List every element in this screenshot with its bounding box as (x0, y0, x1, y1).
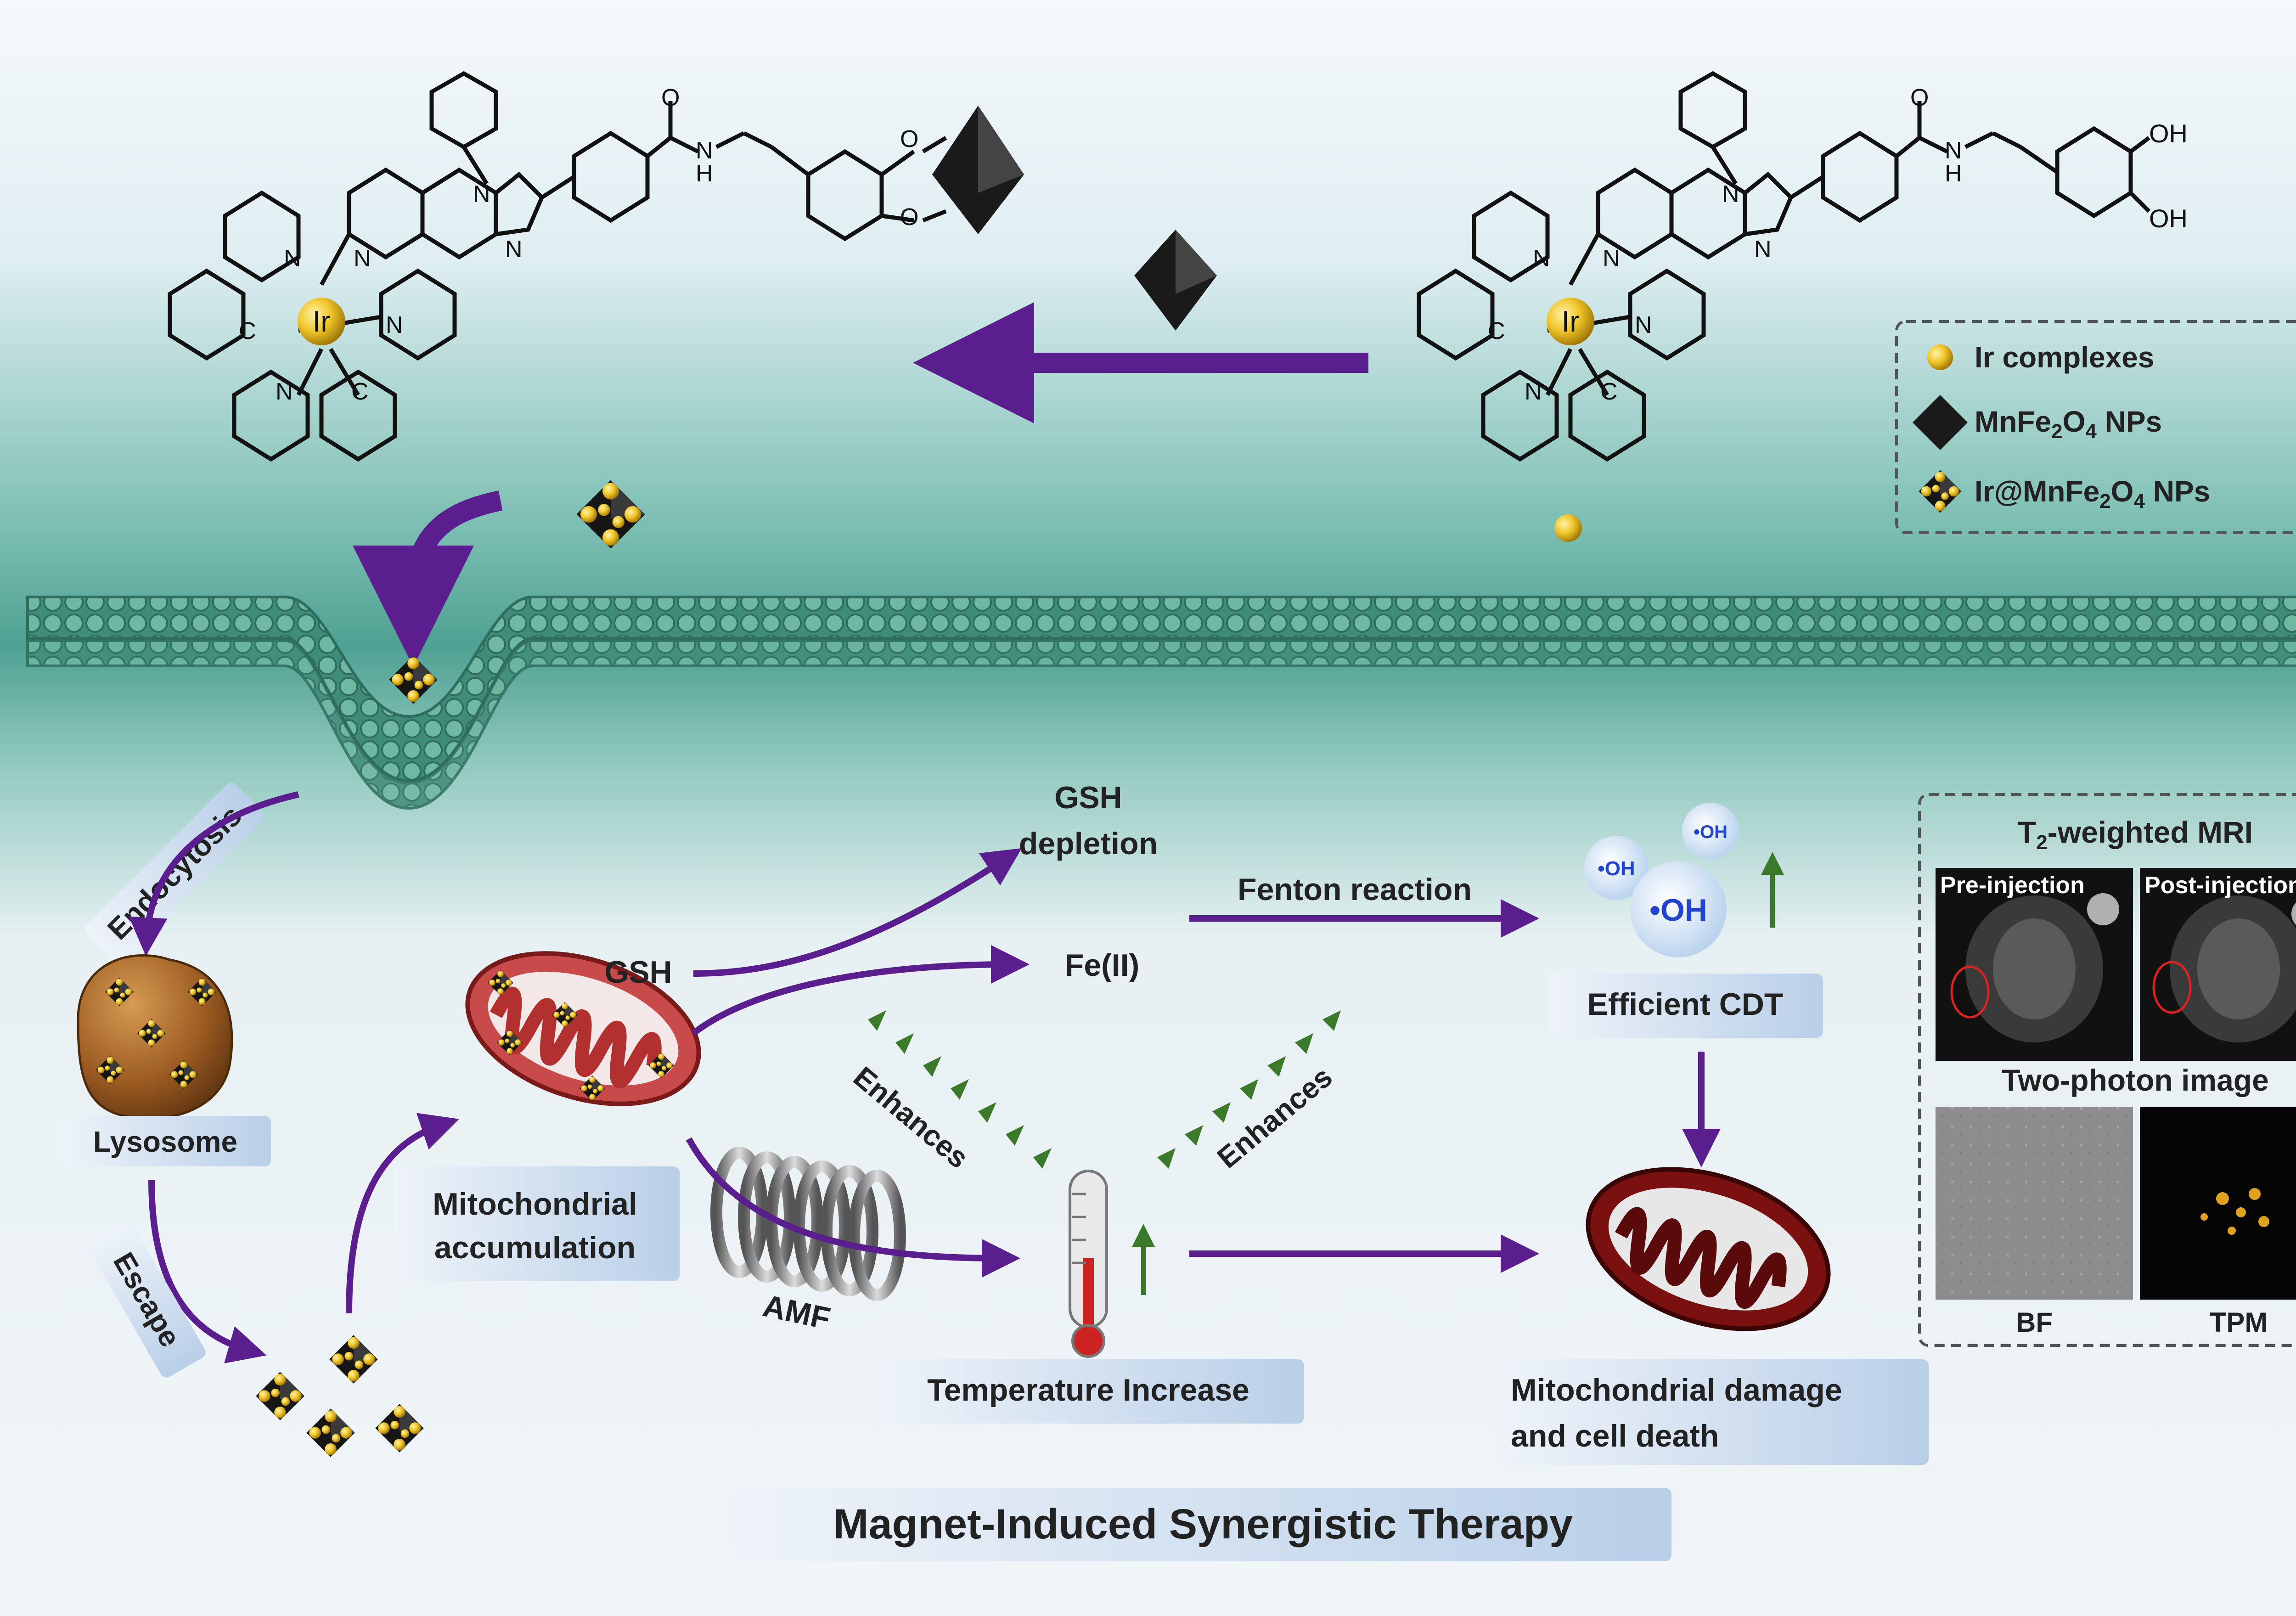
atom-c-1: C (239, 318, 256, 344)
atom-c-2: C (351, 378, 369, 405)
ir-complex-conjugated-structure (168, 71, 947, 462)
enhances-left-chevrons (868, 1010, 1052, 1169)
oh-radical-3: •OH (1649, 893, 1707, 928)
temperature-label-box (872, 1359, 1304, 1424)
cdt-label-box (1548, 974, 1823, 1038)
fe-arrow (691, 945, 1030, 1036)
atom-n-1: N (284, 245, 301, 272)
thermometer-icon (1069, 1170, 1108, 1358)
atom-n-r7: N (1945, 137, 1962, 164)
diagram-title: Magnet-Induced Synergistic Therapy (833, 1501, 1573, 1548)
amf-arrow (686, 1137, 1020, 1278)
atom-n-6: N (505, 236, 523, 263)
legend: Ir complexes MnFe2O4 NPs Ir@MnFe2O4 NPs (1895, 320, 2296, 534)
gsh-label: GSH (604, 955, 672, 990)
mito-accum-label-box (395, 1166, 680, 1281)
oh-radical-1: •OH (1598, 857, 1635, 880)
imaging-frame (1918, 793, 2296, 1347)
imaging-panel: T2-weighted MRI Pre-injection Post-injec… (1918, 793, 2296, 1347)
tpm-label: TPM (2210, 1307, 2268, 1338)
fenton-label: Fenton reaction (1238, 872, 1472, 907)
mito-accum-label-line1: Mitochondrial (433, 1187, 637, 1222)
legend-ir-label: Ir complexes (1975, 341, 2154, 374)
cdt-label: Efficient CDT (1587, 987, 1784, 1022)
cell-membrane (26, 596, 2296, 810)
atom-n-7: N (696, 137, 713, 164)
accumulation-arrow (346, 1113, 459, 1314)
atom-n-2: N (276, 378, 293, 405)
atom-n-r1: N (1533, 245, 1550, 272)
atom-o-r1: O (1910, 84, 1929, 111)
lysosome-label: Lysosome (93, 1125, 237, 1158)
mito-accum-label-line2: accumulation (434, 1230, 636, 1265)
legend-ir-mnfe2o4-label: Ir@MnFe2O4 NPs (1975, 475, 2210, 512)
iridium-label-left: Ir (312, 305, 330, 338)
atom-n-r4: N (1635, 312, 1652, 338)
mitochondrion-damaged (1586, 1167, 1831, 1331)
gsh-depletion-line2: depletion (1019, 826, 1158, 861)
title-box (735, 1488, 1671, 1561)
atom-h-1: H (696, 160, 713, 187)
gsh-depletion-line1: GSH (1054, 780, 1122, 815)
free-ir-complex-dot (1554, 514, 1582, 542)
mri-pre-label: Pre-injection (1940, 872, 2085, 899)
atom-n-r3: N (1603, 245, 1620, 272)
bf-label: BF (2016, 1307, 2053, 1338)
atom-o-1: O (661, 84, 680, 111)
legend-mnfe2o4-label: MnFe2O4 NPs (1975, 405, 2162, 443)
enhances-right-chevrons (1157, 1010, 1341, 1169)
atom-n-r2: N (1525, 378, 1542, 405)
mri-title: T2-weighted MRI (2018, 815, 2253, 854)
atom-c-r2: C (1600, 378, 1618, 405)
atom-o-2: O (900, 126, 918, 152)
black-octahedron-icon (1913, 395, 1968, 450)
atom-n-3: N (354, 245, 371, 272)
atom-h-r1: H (1945, 160, 1962, 187)
atom-c-r1: C (1488, 318, 1505, 344)
gsh-arrow (693, 848, 1022, 977)
damage-label-line2: and cell death (1511, 1419, 1719, 1453)
iridium-center-left (298, 298, 345, 345)
hydroxyl-radicals (1584, 803, 1739, 957)
lysosome (77, 954, 233, 1120)
reagent-octahedron (1134, 230, 1217, 331)
atom-n-r6: N (1754, 236, 1772, 263)
tpm-image (2140, 1107, 2296, 1300)
mnfe2o4-octahedron (932, 106, 1024, 234)
lysosome-label-box (60, 1116, 271, 1166)
damage-label-box (1497, 1359, 1929, 1465)
amf-coil (710, 1147, 906, 1301)
gold-sphere-icon (1927, 344, 1953, 370)
atom-n-5: N (473, 181, 490, 208)
fe2-label: Fe(II) (1065, 948, 1139, 983)
tpm-signal (2200, 1188, 2269, 1235)
atom-n-r5: N (1722, 181, 1739, 208)
atom-oh-r2: OH (2149, 204, 2188, 233)
iridium-label-right: Ir (1561, 305, 1579, 338)
endocytosis-arrow (129, 791, 299, 956)
escape-arrow (148, 1180, 267, 1363)
oh-radical-2: •OH (1694, 822, 1728, 842)
iridium-center-right (1547, 298, 1594, 345)
damage-label-line1: Mitochondrial damage (1511, 1373, 1842, 1408)
ir-complex-structure (1417, 71, 2151, 462)
temperature-label: Temperature Increase (927, 1373, 1249, 1408)
atom-oh-r1: OH (2149, 119, 2188, 148)
bf-image (1936, 1107, 2133, 1300)
atom-n-4: N (386, 312, 403, 338)
legend-frame (1895, 320, 2296, 534)
mri-post-label: Post-injection (2144, 872, 2296, 899)
entry-arrow (353, 490, 503, 667)
atom-o-3: O (900, 204, 918, 231)
tpm-title: Two-photon image (2002, 1063, 2269, 1097)
